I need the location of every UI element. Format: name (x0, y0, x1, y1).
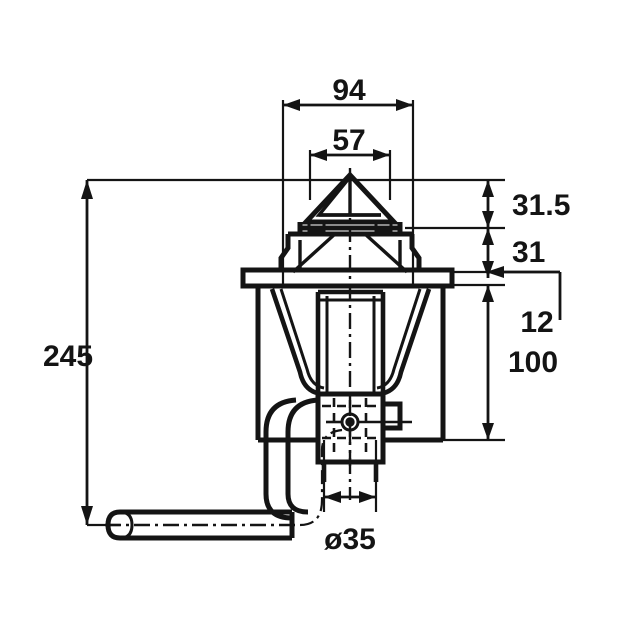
cap-collar-detail (307, 221, 393, 233)
cone-cap-outline (300, 171, 400, 225)
arrow-heads (81, 99, 504, 525)
lower-cone-outline (278, 231, 422, 272)
dimension-lines (85, 103, 562, 525)
dimension-label-height-245: 245 (43, 340, 93, 373)
cone-cap-inner (315, 175, 381, 217)
crank-handle-arm (263, 397, 319, 521)
lower-cone-taper (291, 232, 409, 274)
handle-grip (105, 509, 295, 541)
handle-grip-cap (119, 510, 134, 540)
flange-plate (240, 267, 455, 289)
bolt-hidden-lines (322, 398, 379, 458)
dimension-label-thickness-12: 12 (520, 306, 553, 339)
dimension-label-width-57: 57 (332, 124, 365, 157)
dimension-label-height-31-5: 31.5 (512, 189, 570, 222)
dimension-label-width-94: 94 (332, 74, 366, 107)
central-tube-inner (318, 296, 383, 394)
dimension-label-diameter-35: ø35 (324, 523, 376, 556)
dimension-label-height-100: 100 (508, 346, 558, 379)
funnel-inner-line (279, 288, 422, 390)
dimension-label-height-31: 31 (512, 236, 545, 269)
central-tube (315, 289, 386, 396)
bolt-block (315, 391, 403, 465)
tube-stub (321, 462, 379, 482)
